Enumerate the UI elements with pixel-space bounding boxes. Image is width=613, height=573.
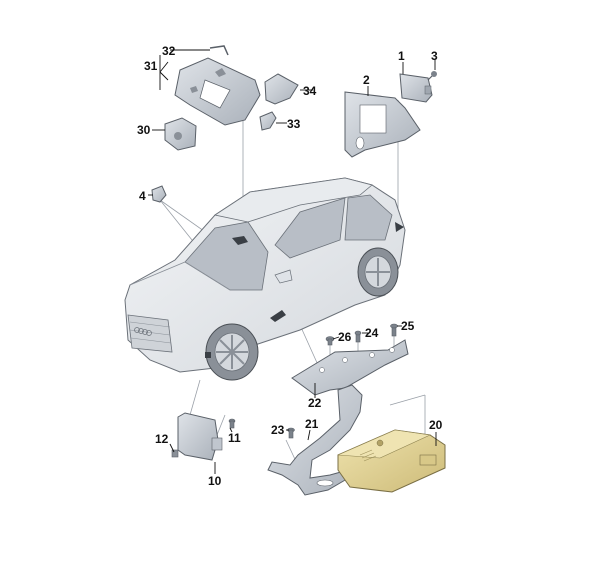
callout-34[interactable]: 34 <box>303 84 317 98</box>
callout-26[interactable]: 26 <box>338 330 352 344</box>
part-20-control-unit-highlighted <box>337 429 446 493</box>
front-wheel <box>205 323 259 381</box>
callout-11[interactable]: 11 <box>228 431 241 445</box>
callout-30[interactable]: 30 <box>137 123 151 137</box>
callout-23[interactable]: 23 <box>271 423 285 437</box>
callout-25[interactable]: 25 <box>401 319 415 333</box>
callout-31[interactable]: 31 <box>144 59 158 73</box>
part-1-control-unit <box>399 73 433 103</box>
callout-20-highlighted[interactable]: 20 <box>421 412 449 438</box>
callout-21[interactable]: 21 <box>305 417 319 431</box>
screws-24-25-26 <box>325 323 398 346</box>
part-21-bracket <box>267 384 363 496</box>
part-22-plate <box>291 339 409 396</box>
rear-wheel <box>357 247 399 297</box>
part-10-control-unit <box>177 412 223 461</box>
callout-24[interactable]: 24 <box>365 326 379 340</box>
callout-32[interactable]: 32 <box>162 44 176 58</box>
part-34-cover <box>264 73 299 105</box>
part-30-sensor <box>164 117 197 151</box>
part-11-screw <box>228 418 236 429</box>
callout-12[interactable]: 12 <box>155 432 169 446</box>
callout-22[interactable]: 22 <box>308 396 322 410</box>
part-2-bracket <box>344 91 421 158</box>
vehicle-illustration <box>124 177 406 381</box>
callout-1[interactable]: 1 <box>398 49 405 63</box>
callout-33[interactable]: 33 <box>287 117 301 131</box>
callout-3[interactable]: 3 <box>431 49 438 63</box>
part-32-clip <box>209 45 229 56</box>
callout-4[interactable]: 4 <box>139 189 146 203</box>
part-31-mount-frame <box>174 57 261 126</box>
part-33-cap <box>259 111 277 131</box>
callout-2[interactable]: 2 <box>363 73 370 87</box>
part-4-sensor <box>151 185 167 203</box>
callout-ticks <box>148 49 437 474</box>
part-12-clip <box>171 449 179 458</box>
callout-10[interactable]: 10 <box>208 474 222 488</box>
part-3-screw <box>427 71 437 81</box>
part-23-screw <box>287 427 295 439</box>
